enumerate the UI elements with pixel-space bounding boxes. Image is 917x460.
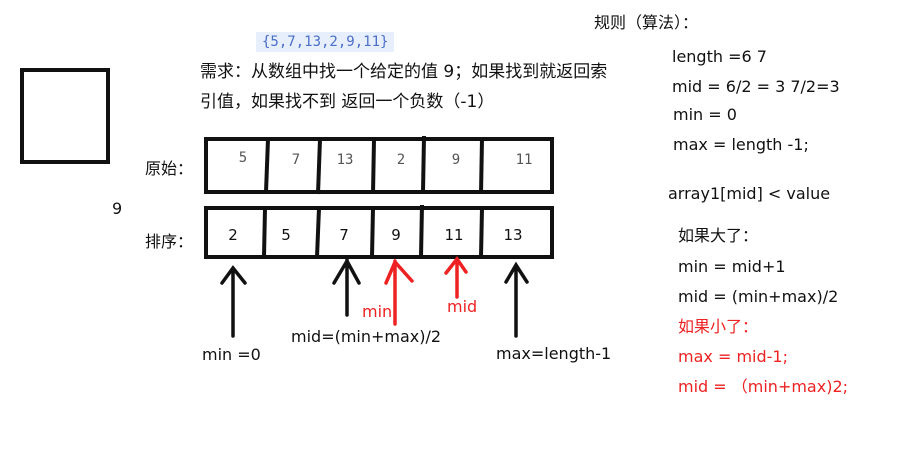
original-cell: 13 (336, 152, 354, 168)
rule-line: max = length -1; (673, 135, 809, 154)
sorted-cell: 2 (228, 226, 238, 244)
mid-pointer-label: mid=(min+max)/2 (291, 327, 442, 346)
smaller-line: max = mid-1; (678, 347, 788, 366)
rule-line: min = 0 (673, 105, 737, 124)
original-cell: 11 (515, 152, 533, 168)
min-pointer-label: min =0 (202, 345, 261, 364)
mid-arrow (332, 257, 361, 317)
side-value: 9 (112, 199, 123, 218)
min-arrow (220, 265, 247, 338)
bigger-line: mid = (min+max)/2 (678, 287, 839, 306)
array-literal: {5,7,13,2,9,11} (256, 32, 395, 52)
square-shape (20, 68, 110, 164)
bigger-line: min = mid+1 (678, 257, 786, 276)
new-min-arrow (384, 258, 414, 326)
sorted-cell: 5 (281, 226, 291, 244)
smaller-line: mid = （min+max)2; (678, 377, 849, 396)
new-mid-arrow (444, 256, 468, 299)
original-cell: 5 (238, 150, 248, 166)
sorted-cell: 7 (339, 226, 349, 244)
original-label: 原始： (145, 159, 194, 178)
requirement-line-2: 引值，如果找不到 返回一个负数（-1） (200, 92, 495, 112)
original-array-box (204, 137, 554, 194)
original-cell: 2 (396, 152, 406, 168)
smaller-title: 如果小了： (678, 317, 759, 336)
sorted-label: 排序： (145, 232, 194, 251)
requirement-line-1: 需求：从数组中找一个给定的值 9；如果找到就返回索 (200, 62, 608, 82)
max-arrow (504, 261, 529, 338)
new-min-label: min (362, 302, 393, 321)
rule-line: length =6 7 (672, 47, 767, 66)
sorted-cell: 11 (444, 226, 464, 244)
new-mid-label: mid (447, 297, 478, 316)
sorted-array-box (204, 206, 554, 259)
max-pointer-label: max=length-1 (496, 344, 612, 363)
bigger-title: 如果大了： (678, 226, 759, 245)
original-cell: 9 (451, 152, 461, 168)
rule-line: mid = 6/2 = 3 7/2=3 (672, 77, 840, 96)
rule-line: array1[mid] < value (668, 184, 831, 203)
original-cell: 7 (291, 152, 301, 168)
rules-title: 规则（算法）： (594, 13, 699, 32)
sorted-cell: 13 (503, 226, 523, 244)
sorted-cell: 9 (391, 226, 401, 244)
